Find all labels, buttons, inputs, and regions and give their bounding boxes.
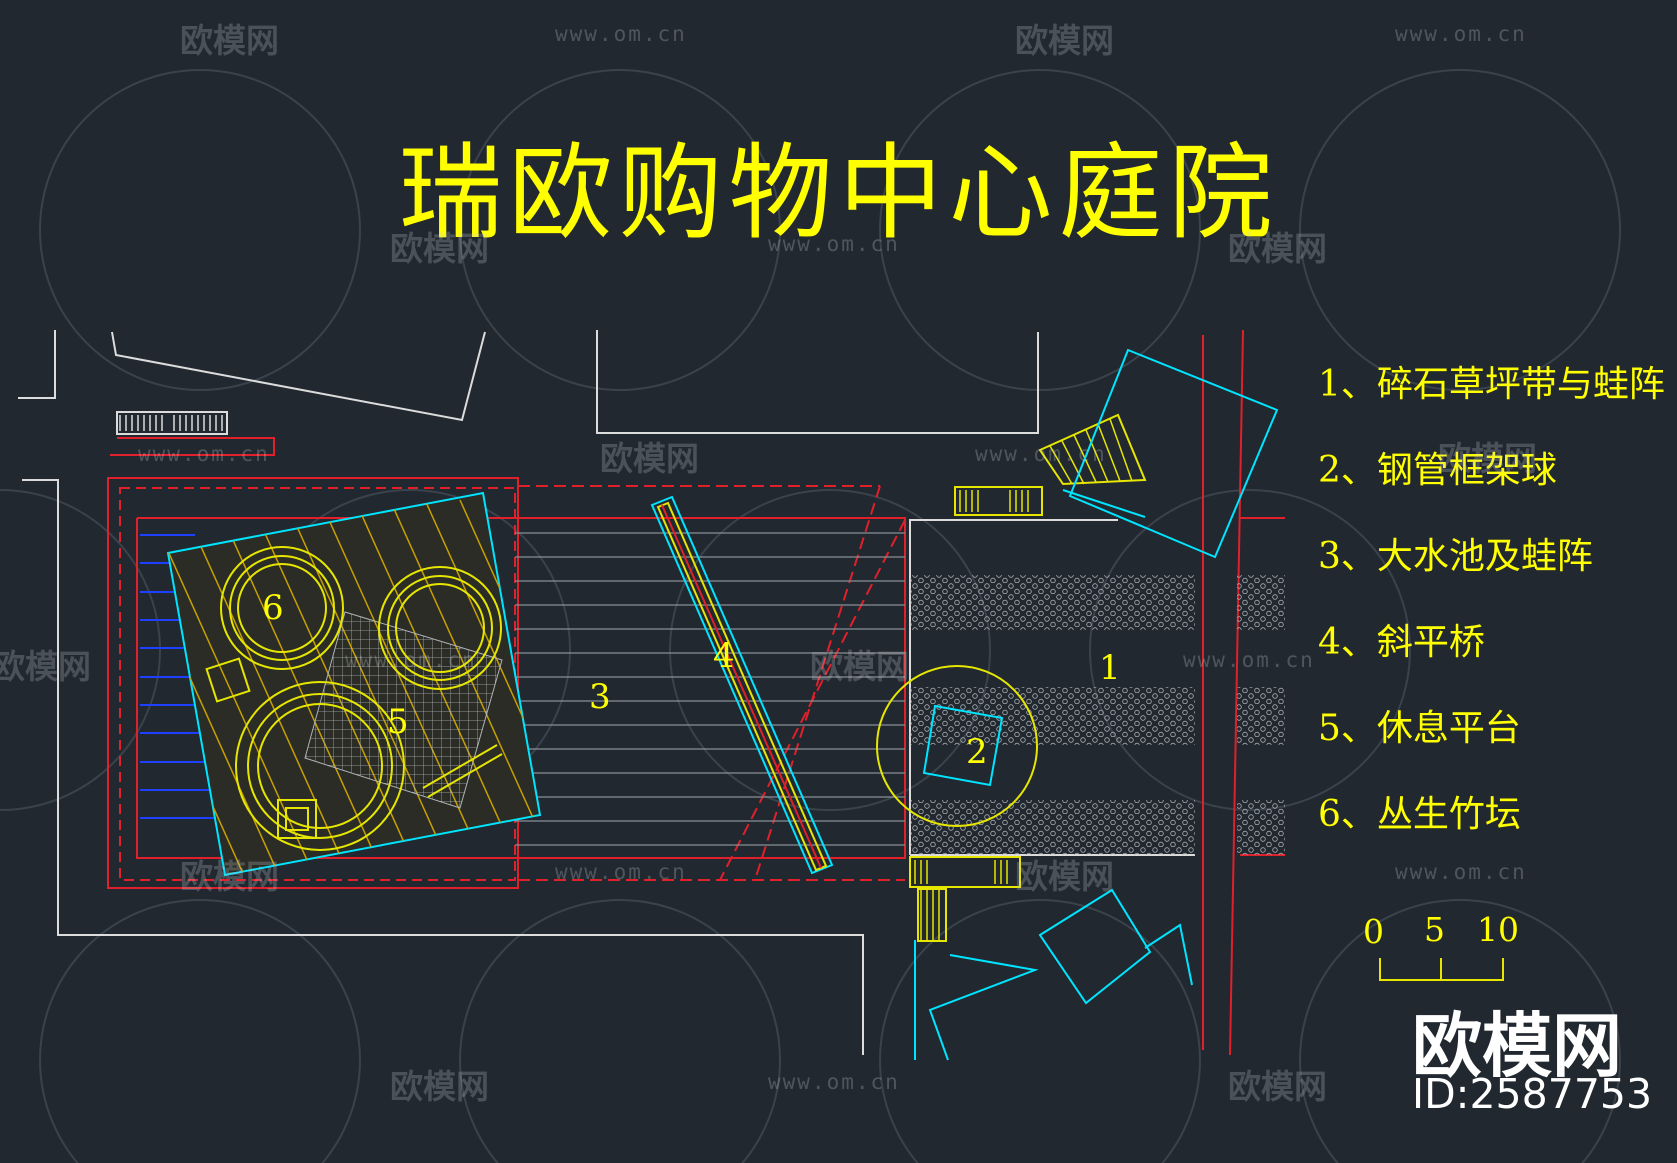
stairs-area-1 — [909, 348, 1279, 1061]
watermark-url: www.om.cn — [345, 648, 477, 672]
watermark-text: 欧模网 — [810, 647, 909, 686]
watermark-text: 欧模网 — [180, 857, 279, 896]
building-outlines — [18, 330, 1039, 1055]
plan-label-4: 4 — [713, 636, 735, 676]
watermark-text: 欧模网 — [1228, 229, 1327, 268]
legend-item-4: 4、斜平桥 — [1318, 622, 1485, 663]
watermark-text: 欧模网 — [1015, 21, 1114, 60]
legend-item-1: 1、碎石草坪带与蛙阵 — [1318, 364, 1665, 405]
scale-bar — [1379, 958, 1504, 981]
watermark-url: www.om.cn — [1395, 860, 1527, 884]
watermark-url: www.om.cn — [975, 442, 1107, 466]
watermark-text: 欧模网 — [390, 1067, 489, 1106]
watermark-url: www.om.cn — [768, 1070, 900, 1094]
slanted-bridge — [650, 495, 834, 875]
plan-label-5: 5 — [387, 702, 409, 742]
stair-top-left — [110, 411, 275, 456]
watermark-text: 欧模网 — [390, 229, 489, 268]
scale-label-10: 10 — [1477, 910, 1519, 949]
watermark-text: 欧模网 — [1015, 857, 1114, 896]
scale-label-5: 5 — [1424, 910, 1445, 949]
watermark-text: 欧模网 — [600, 439, 699, 478]
red-boundaries — [107, 329, 1285, 1056]
legend-item-2: 2、钢管框架球 — [1318, 450, 1557, 491]
plan-label-1: 1 — [1099, 648, 1121, 688]
watermark-url: www.om.cn — [768, 232, 900, 256]
plan-label-3: 3 — [589, 677, 611, 717]
watermark-url: www.om.cn — [555, 22, 687, 46]
watermark-brand: 欧模网 — [1412, 1005, 1622, 1087]
legend-item-3: 3、大水池及蛙阵 — [1318, 536, 1593, 577]
watermark-text: 欧模网 — [1228, 1067, 1327, 1106]
watermark-text: 欧模网 — [180, 21, 279, 60]
rest-platform — [166, 491, 542, 877]
watermark-id: ID:2587753 — [1412, 1070, 1653, 1118]
watermark-text: 欧模网 — [0, 647, 91, 686]
watermark-url: www.om.cn — [1395, 22, 1527, 46]
watermark-url: www.om.cn — [555, 860, 687, 884]
gravel-lawn-area — [876, 519, 1285, 856]
drawing-title: 瑞欧购物中心庭院 — [398, 132, 1279, 254]
scale-label-0: 0 — [1363, 912, 1384, 951]
watermark-text: 欧模网 — [1438, 439, 1537, 478]
plan-label-6: 6 — [262, 588, 284, 628]
watermark-url: www.om.cn — [138, 442, 270, 466]
pool-lines — [515, 532, 905, 846]
legend-item-6: 6、丛生竹坛 — [1318, 794, 1521, 835]
watermark-url: www.om.cn — [1183, 648, 1315, 672]
plan-label-2: 2 — [966, 732, 988, 772]
legend-item-5: 5、休息平台 — [1318, 708, 1521, 749]
